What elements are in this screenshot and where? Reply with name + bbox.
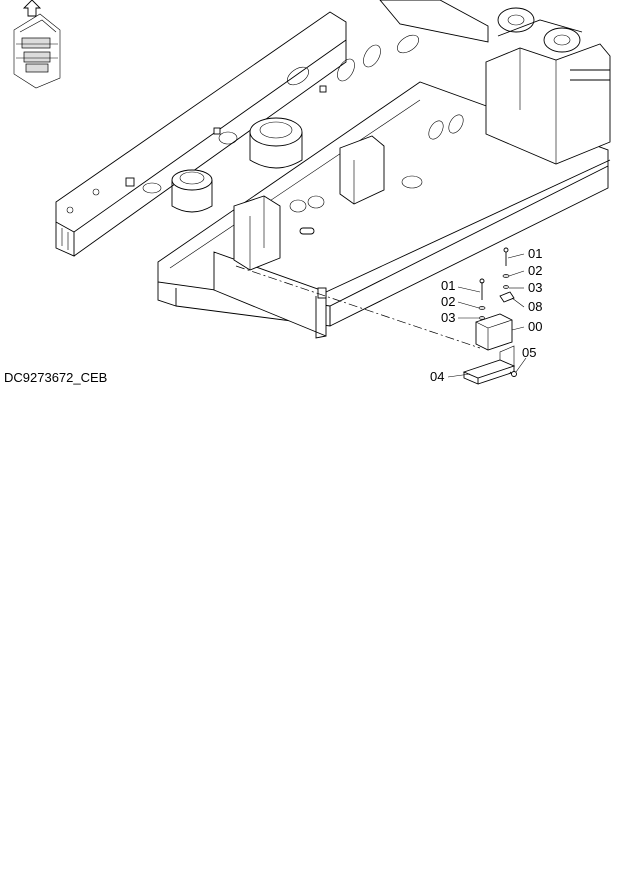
- callout-01-right: 01: [528, 246, 542, 261]
- callout-02-right: 02: [528, 263, 542, 278]
- callout-03-left: 03: [441, 310, 455, 325]
- location-thumbnail-icon: [13, 0, 61, 89]
- callout-03-right: 03: [528, 280, 542, 295]
- exploded-parts: [462, 247, 517, 385]
- callout-02-left: 02: [441, 294, 455, 309]
- callout-00: 00: [528, 319, 542, 334]
- callout-leaders: [447, 253, 527, 378]
- callout-05: 05: [522, 345, 536, 360]
- callout-01-left: 01: [441, 278, 455, 293]
- chassis-frame: [55, 0, 611, 339]
- assembly-center-line: [235, 265, 481, 349]
- drawing-reference-code: DC9273672_CEB: [4, 370, 108, 385]
- callout-04: 04: [430, 369, 444, 384]
- callout-08: 08: [528, 299, 542, 314]
